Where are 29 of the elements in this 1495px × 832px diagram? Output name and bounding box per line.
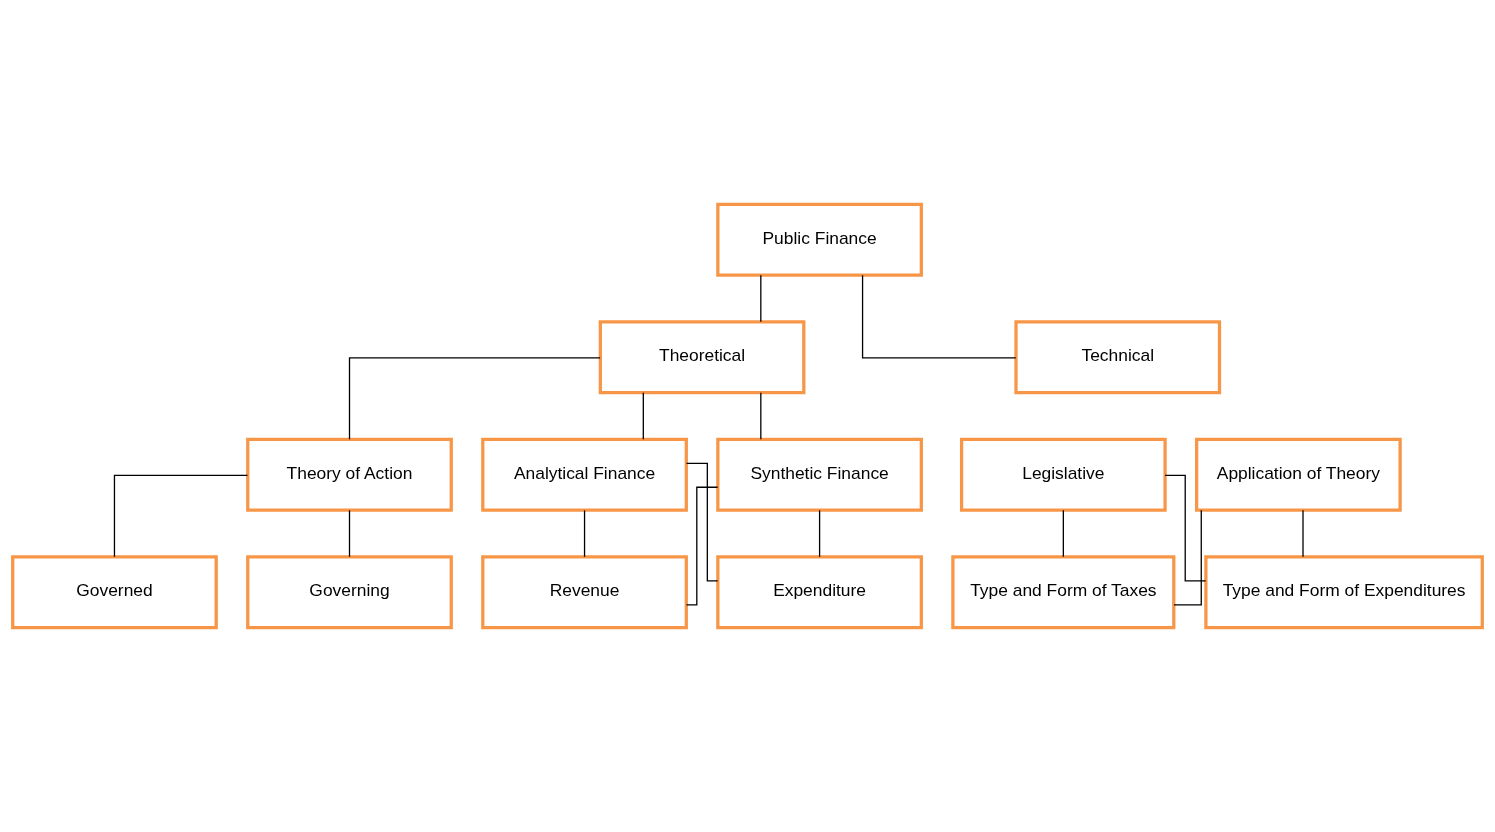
connector xyxy=(113,474,249,558)
connector xyxy=(1164,474,1207,582)
connector xyxy=(861,274,1017,359)
connector xyxy=(818,509,821,558)
connector xyxy=(760,274,762,323)
node-box: Governing xyxy=(246,555,453,630)
connector xyxy=(348,509,351,558)
connector xyxy=(348,357,601,440)
node-box: Type and Form of Expenditures xyxy=(1204,555,1484,630)
node-box: Theoretical xyxy=(598,320,806,395)
node-box: Synthetic Finance xyxy=(716,437,923,512)
connector xyxy=(685,462,719,582)
node-box: Type and Form of Taxes xyxy=(951,555,1176,630)
node-box: Governed xyxy=(11,555,218,630)
node-box: Revenue xyxy=(481,555,688,630)
connector xyxy=(642,392,644,440)
connector xyxy=(685,486,719,606)
connector xyxy=(1173,509,1202,606)
connector xyxy=(583,509,586,558)
connector xyxy=(1062,509,1064,558)
connector xyxy=(1302,509,1304,558)
node-box: Technical xyxy=(1014,320,1222,395)
node-box: Analytical Finance xyxy=(481,437,688,512)
node-box: Legislative xyxy=(959,437,1167,512)
node-box: Application of Theory xyxy=(1195,437,1402,512)
node-box: Public Finance xyxy=(716,202,923,277)
connector xyxy=(760,392,762,440)
node-box: Expenditure xyxy=(716,555,923,630)
node-box: Theory of Action xyxy=(246,437,453,512)
